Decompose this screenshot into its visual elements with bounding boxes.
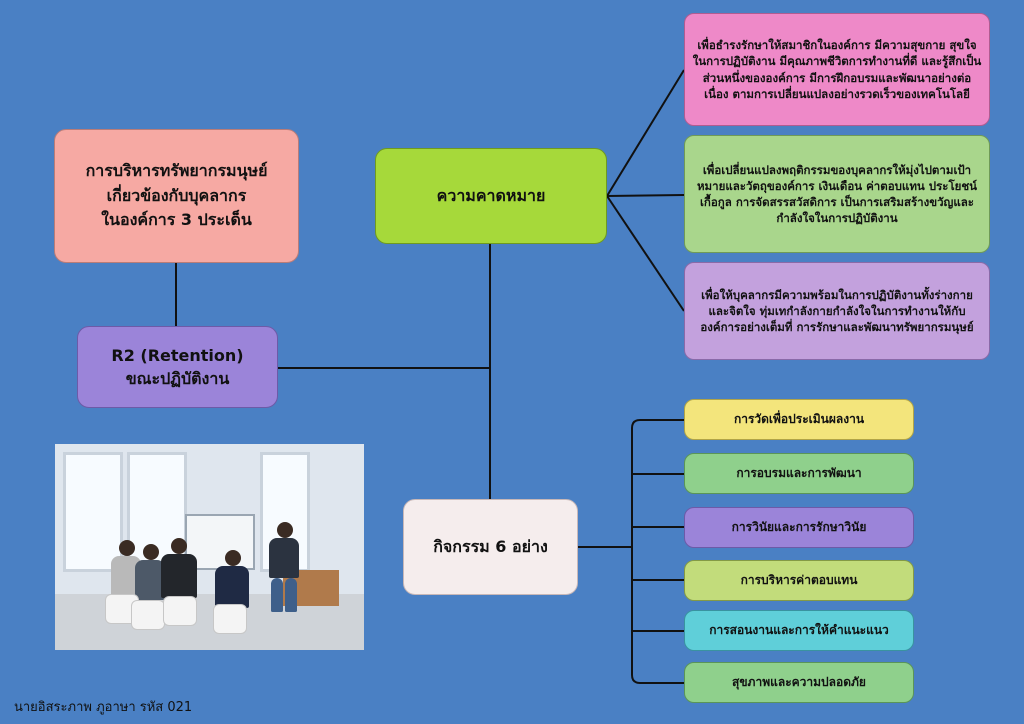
photo-presenter-leg [285,578,297,612]
activity-item-2-text: การอบรมและการพัฒนา [736,466,862,480]
expectation-label: ความคาดหมาย [436,185,546,205]
activity-item-4: การบริหารค่าตอบแทน [684,560,914,601]
activity-item-4-text: การบริหารค่าตอบแทน [740,573,858,587]
activity-item-3: การวินัยและการรักษาวินัย [684,507,914,548]
activity-item-5: การสอนงานและการให้คำแนะแนว [684,610,914,651]
meeting-photo [55,444,364,650]
photo-presenter-head [277,522,293,538]
activity-item-6-text: สุขภาพและความปลอดภัย [732,675,866,689]
photo-presenter-body [269,538,299,578]
photo-person-head [143,544,159,560]
activities-box: กิจกรรม 6 อย่าง [403,499,578,595]
photo-person-body [135,560,165,600]
activity-item-5-text: การสอนงานและการให้คำแนะแนว [709,623,889,637]
expectation-item-3: เพื่อให้บุคลากรมีความพร้อมในการปฏิบัติงา… [684,262,990,360]
photo-person-head [225,550,241,566]
connector-expect-2 [606,194,685,197]
activity-item-1: การวัดเพื่อประเมินผลงาน [684,399,914,440]
r2-label-line-1: R2 (Retention) [111,345,244,365]
expectation-item-2: เพื่อเปลี่ยนแปลงพฤติกรรมของบุคลากรให้มุ่… [684,135,990,253]
r2-label-line-2: ขณะปฏิบัติงาน [125,369,230,388]
central-topic-line-1: การบริหารทรัพยากรมนุษย์ [85,160,268,180]
connector-act-bracket [631,419,684,684]
photo-presenter-leg [271,578,283,612]
photo-person-body [215,566,249,608]
expectation-box: ความคาดหมาย [375,148,607,244]
photo-chair [213,604,247,634]
activities-label: กิจกรรม 6 อย่าง [433,536,548,556]
photo-chair [131,600,165,630]
central-topic-box: การบริหารทรัพยากรมนุษย์ เกี่ยวข้องกับบุค… [54,129,299,263]
author-credit: นายอิสระภาพ ภูอาษา รหัส 021 [14,700,193,715]
expectation-item-1-text: เพื่อธำรงรักษาให้สมาชิกในองค์การ มีความส… [692,38,982,101]
central-topic-line-2: เกี่ยวข้องกับบุคลากร [106,185,247,205]
activity-item-2: การอบรมและการพัฒนา [684,453,914,494]
activity-item-3-text: การวินัยและการรักษาวินัย [731,520,867,534]
central-topic-text: การบริหารทรัพยากรมนุษย์ เกี่ยวข้องกับบุค… [86,159,268,233]
photo-person-body [161,554,197,598]
expectation-item-2-text: เพื่อเปลี่ยนแปลงพฤติกรรมของบุคลากรให้มุ่… [696,162,978,226]
activity-item-1-text: การวัดเพื่อประเมินผลงาน [733,412,865,426]
r2-retention-box: R2 (Retention) ขณะปฏิบัติงาน [77,326,278,408]
expectation-item-3-text: เพื่อให้บุคลากรมีความพร้อมในการปฏิบัติงา… [700,287,974,335]
photo-chair [163,596,197,626]
activity-item-6: สุขภาพและความปลอดภัย [684,662,914,703]
photo-person-head [171,538,187,554]
expectation-item-1: เพื่อธำรงรักษาให้สมาชิกในองค์การ มีความส… [684,13,990,126]
connector-expect-3 [606,195,685,312]
photo-window [63,452,123,572]
connector-expect-1 [606,69,685,197]
photo-person-head [119,540,135,556]
central-topic-line-3: ในองค์การ 3 ประเด็น [101,210,252,230]
